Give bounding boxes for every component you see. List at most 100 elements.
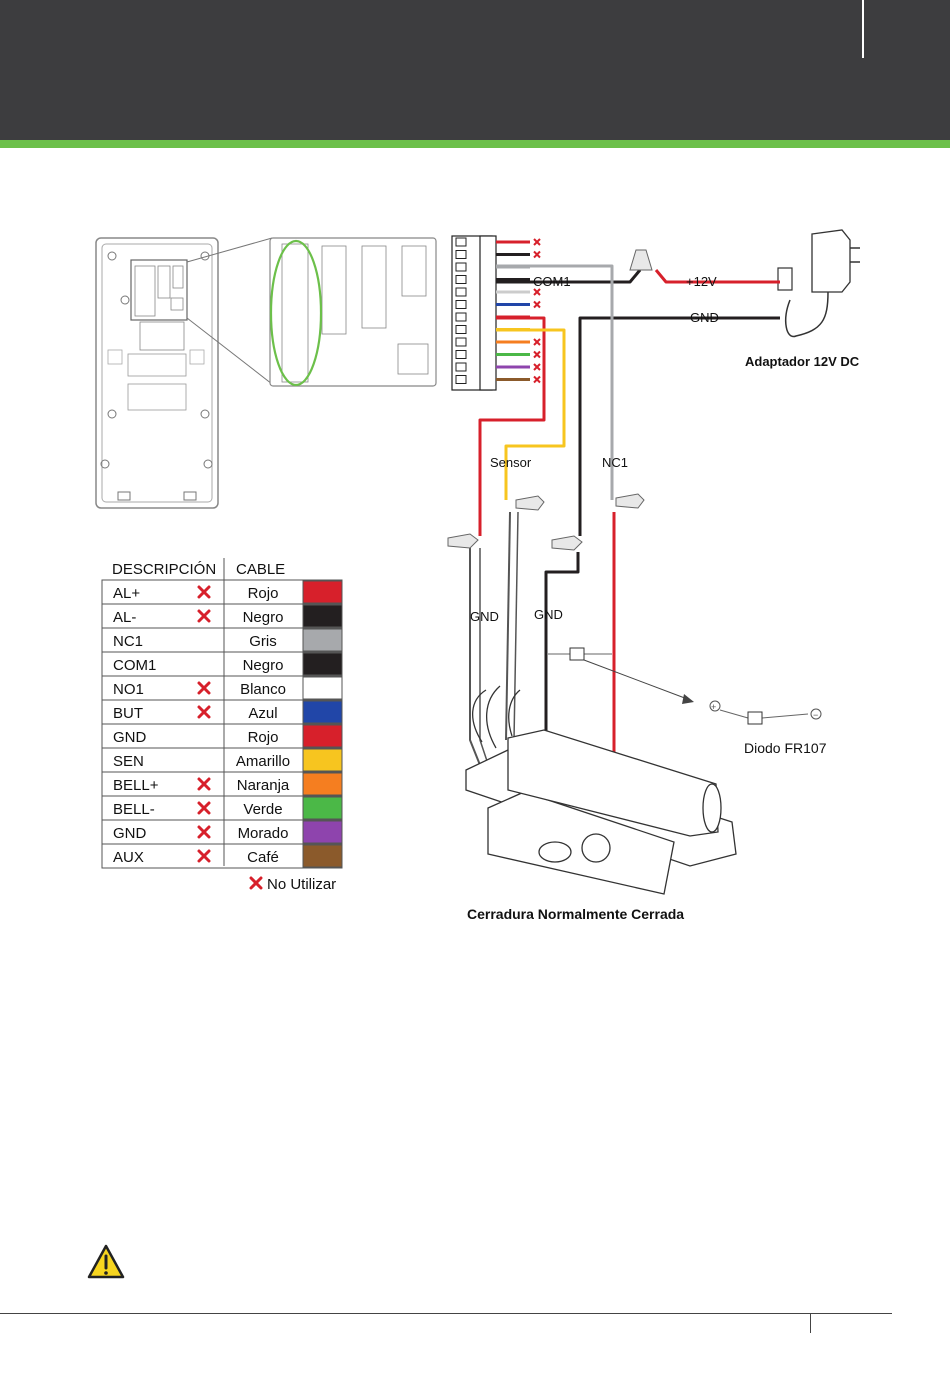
table-row: AL+ Rojo xyxy=(102,580,342,604)
label-nc1: NC1 xyxy=(602,455,628,470)
connector-board-zoom xyxy=(270,238,436,386)
legend-label: No Utilizar xyxy=(267,876,336,893)
terminal-pin xyxy=(456,251,466,259)
row-description: AL- xyxy=(113,609,136,626)
footer-divider-tick xyxy=(810,1313,811,1333)
row-description: SEN xyxy=(113,753,144,770)
table-row: SEN Amarillo xyxy=(102,748,342,772)
row-description: AUX xyxy=(113,849,144,866)
table-row: GND Rojo xyxy=(102,724,342,748)
row-description: COM1 xyxy=(113,657,156,674)
svg-text:−: − xyxy=(813,710,818,720)
table-row: BELL+ Naranja xyxy=(102,772,342,796)
cross-icon xyxy=(251,878,261,888)
cross-icon xyxy=(534,289,540,295)
table-row: AUX Café xyxy=(102,844,342,868)
row-cable: Azul xyxy=(248,705,277,722)
label-gnd-top: GND xyxy=(690,310,719,325)
cross-icon xyxy=(534,352,540,358)
plus12v-wire xyxy=(656,270,780,282)
row-description: GND xyxy=(113,825,147,842)
table-row: BUT Azul xyxy=(102,700,342,724)
label-adapter: Adaptador 12V DC xyxy=(745,354,860,369)
color-swatch xyxy=(303,749,342,771)
cross-icon xyxy=(199,779,209,789)
row-cable: Amarillo xyxy=(236,753,290,770)
row-description: BELL+ xyxy=(113,777,159,794)
cross-icon xyxy=(199,803,209,813)
label-sensor: Sensor xyxy=(490,455,532,470)
color-swatch xyxy=(303,845,342,867)
row-cable: Morado xyxy=(238,825,289,842)
cross-icon xyxy=(199,611,209,621)
label-plus12v: +12V xyxy=(686,274,717,289)
row-description: BUT xyxy=(113,705,143,722)
row-cable: Negro xyxy=(243,657,284,674)
gnd-adapter-wire xyxy=(580,318,780,536)
terminal-pin xyxy=(456,276,466,284)
terminal-pin xyxy=(456,238,466,246)
cross-icon xyxy=(199,587,209,597)
row-cable: Naranja xyxy=(237,777,290,794)
terminal-pin xyxy=(456,376,466,384)
table-row: NC1 Gris xyxy=(102,628,342,652)
table-row: GND Morado xyxy=(102,820,342,844)
cross-icon xyxy=(534,252,540,258)
lock-caption: Cerradura Normalmente Cerrada xyxy=(467,906,684,922)
label-gnd-left: GND xyxy=(470,609,499,624)
unused-legend: No Utilizar xyxy=(251,876,336,893)
row-description: NO1 xyxy=(113,681,144,698)
terminal-pin xyxy=(456,313,466,321)
warning-icon xyxy=(87,1244,125,1280)
color-swatch xyxy=(303,773,342,795)
terminal-block xyxy=(452,236,540,390)
table-header-cable: CABLE xyxy=(236,561,285,578)
cross-icon xyxy=(534,364,540,370)
footer-rule xyxy=(0,1313,892,1314)
row-description: BELL- xyxy=(113,801,155,818)
table-header-description: DESCRIPCIÓN xyxy=(112,561,216,578)
row-cable: Café xyxy=(247,849,279,866)
row-cable: Gris xyxy=(249,633,277,650)
cross-icon xyxy=(199,683,209,693)
row-cable: Verde xyxy=(243,801,282,818)
terminal-pin xyxy=(456,263,466,271)
lock-gnd-wire xyxy=(546,552,578,740)
table-row: BELL- Verde xyxy=(102,796,342,820)
terminal-pin xyxy=(456,338,466,346)
power-adapter xyxy=(778,230,860,337)
color-swatch xyxy=(303,797,342,819)
color-swatch xyxy=(303,701,342,723)
terminal-pin xyxy=(456,326,466,334)
diode: + − xyxy=(548,648,821,724)
cross-icon xyxy=(199,851,209,861)
cross-icon xyxy=(534,239,540,245)
terminal-pin xyxy=(456,301,466,309)
color-swatch xyxy=(303,581,342,603)
table-row: COM1 Negro xyxy=(102,652,342,676)
row-cable: Negro xyxy=(243,609,284,626)
terminal-pin xyxy=(456,363,466,371)
color-swatch xyxy=(303,605,342,627)
row-cable: Rojo xyxy=(248,585,279,602)
terminal-pin xyxy=(456,351,466,359)
label-diode: Diodo FR107 xyxy=(744,740,827,756)
table-row: AL- Negro xyxy=(102,604,342,628)
row-description: GND xyxy=(113,729,147,746)
row-cable: Blanco xyxy=(240,681,286,698)
table-row: NO1 Blanco xyxy=(102,676,342,700)
terminal-pin xyxy=(456,288,466,296)
row-description: AL+ xyxy=(113,585,140,602)
color-swatch xyxy=(303,677,342,699)
svg-text:+: + xyxy=(711,702,716,712)
cross-icon xyxy=(199,707,209,717)
label-com1: COM1 xyxy=(533,274,571,289)
color-swatch xyxy=(303,653,342,675)
cross-icon xyxy=(534,339,540,345)
color-swatch xyxy=(303,821,342,843)
row-cable: Rojo xyxy=(248,729,279,746)
row-description: NC1 xyxy=(113,633,143,650)
cross-icon xyxy=(534,302,540,308)
